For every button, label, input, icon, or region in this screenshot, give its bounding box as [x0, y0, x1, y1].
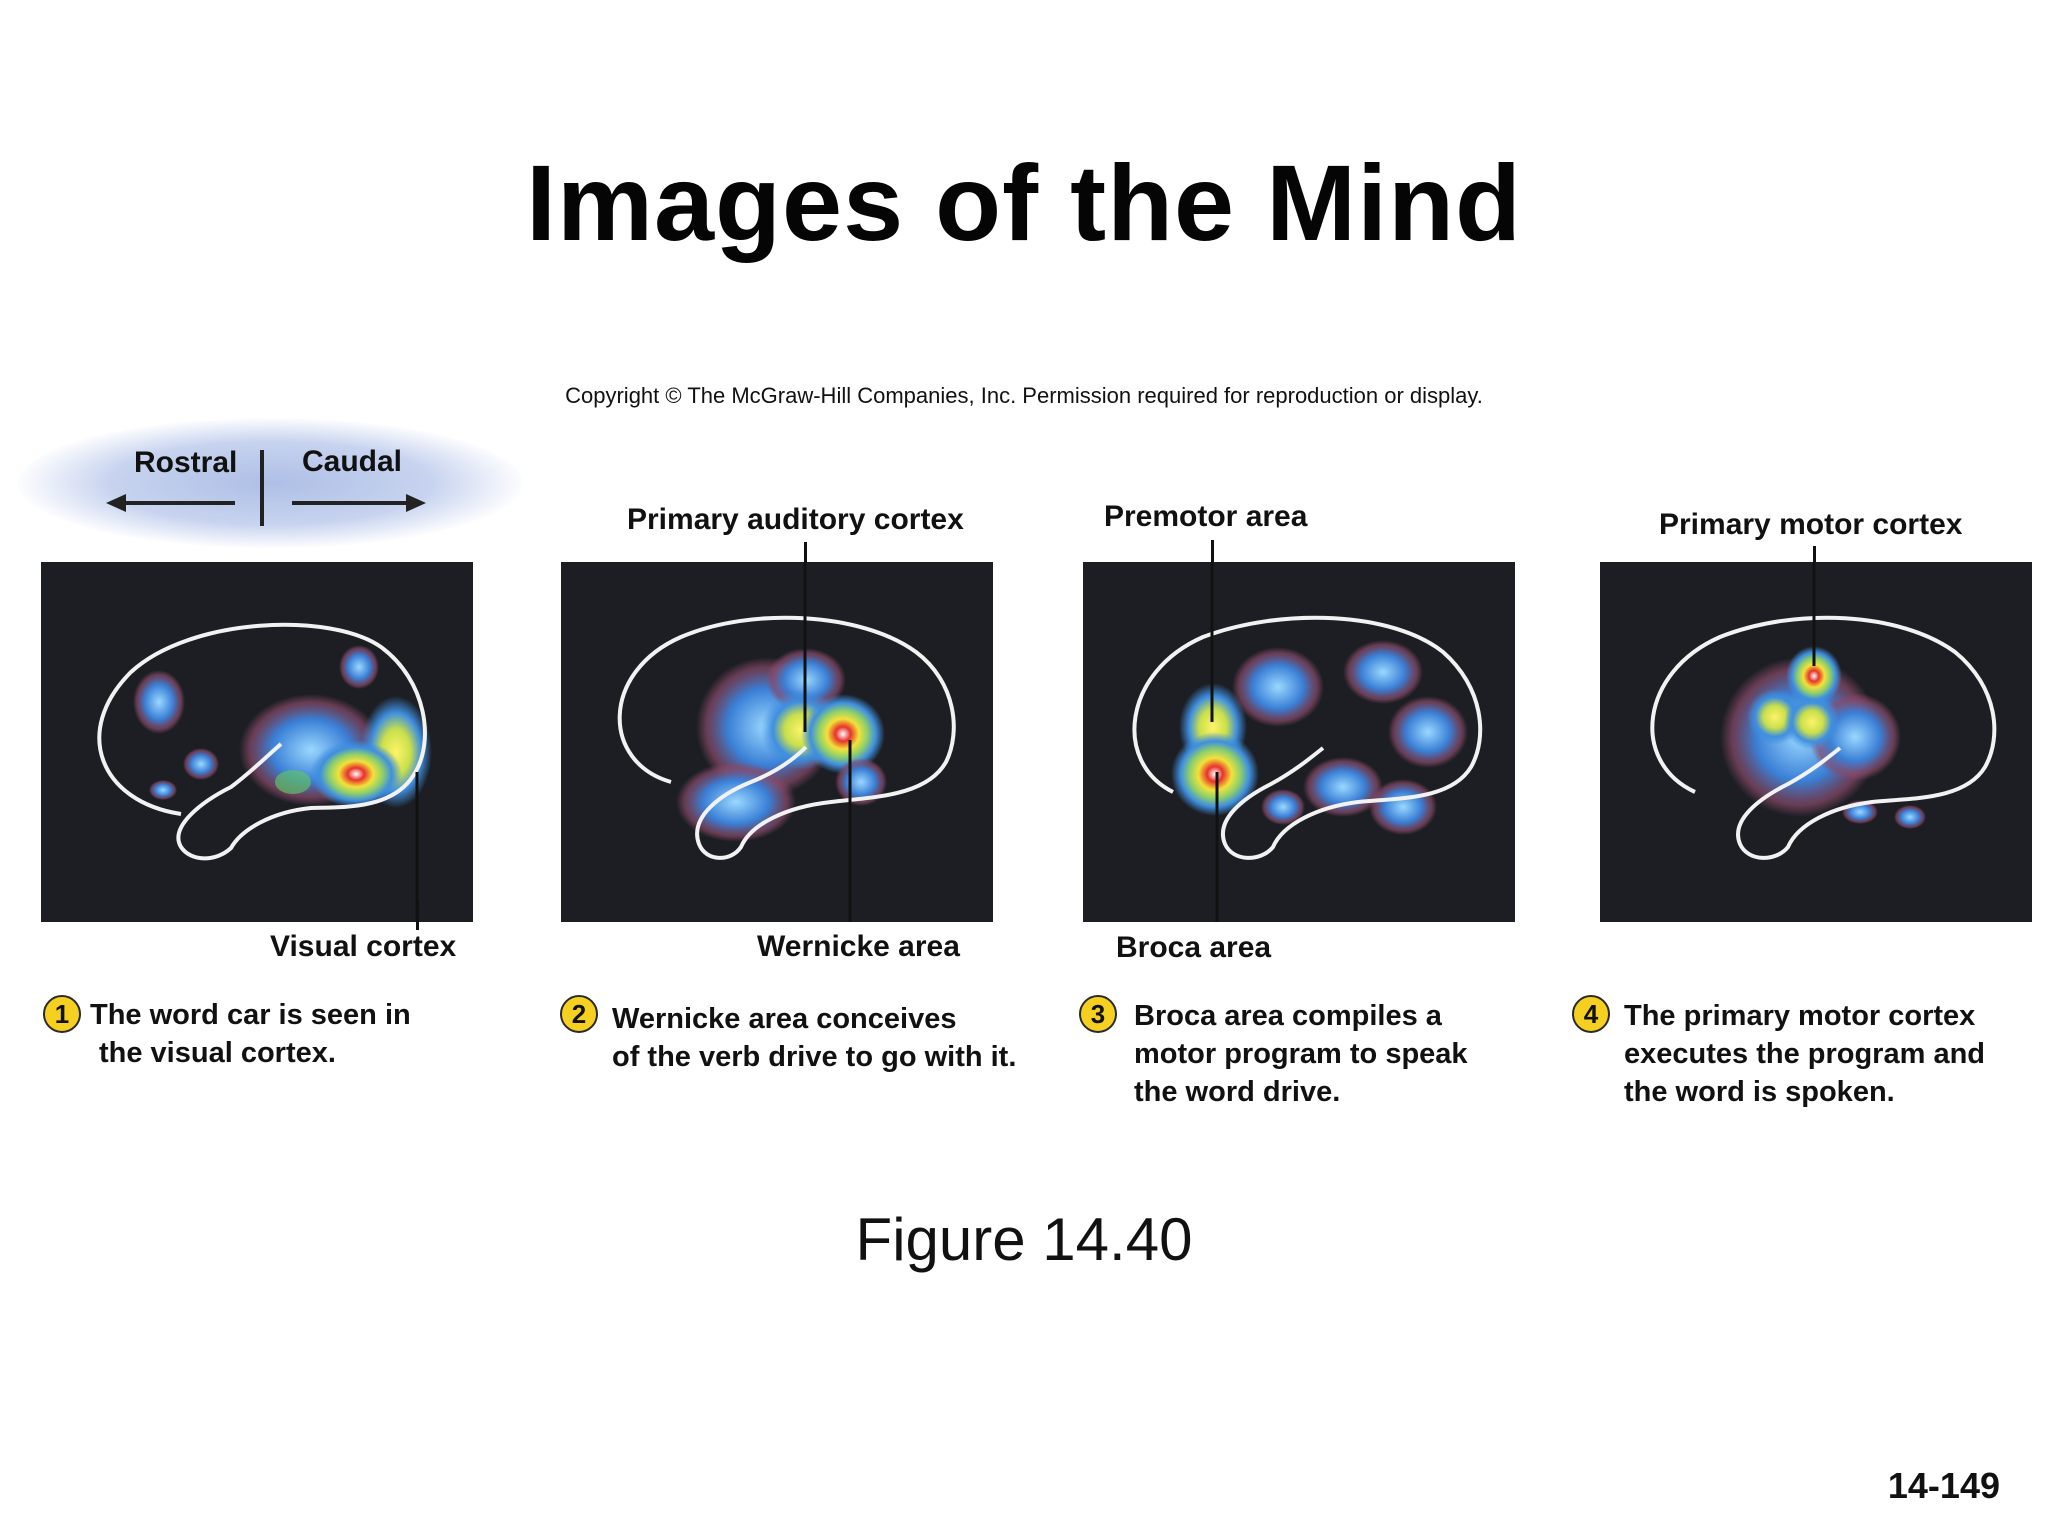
brain-scan-image-3 [1132, 562, 1483, 922]
step-1-badge: 1 [43, 995, 81, 1033]
visual-cortex-label: Visual cortex [270, 930, 457, 963]
step-4-badge: 4 [1572, 995, 1610, 1033]
brain-scan-image-2 [617, 562, 956, 922]
brain-scan-image-4 [1650, 562, 1997, 860]
auditory-leader-line-top [804, 542, 807, 562]
step-2-line-2: of the verb drive to go with it. [612, 1041, 1017, 1073]
page-number: 14-149 [1887, 1465, 2000, 1506]
premotor-area-label: Premotor area [1104, 500, 1308, 533]
visual-cortex-leader-line [416, 900, 419, 930]
step-2-text: Wernicke area conceives of the verb driv… [612, 1000, 1016, 1076]
step-2-line-1: Wernicke area conceives [612, 1003, 957, 1035]
step-1-line-1: The word car is seen in [90, 999, 411, 1031]
step-1-text: The word car is seen in the visual corte… [90, 996, 411, 1072]
step-3-line-1: Broca area compiles a [1134, 1000, 1442, 1032]
motor-cortex-leader-line-top [1813, 546, 1816, 562]
orientation-arrows [106, 450, 426, 526]
step-3-line-2: motor program to speak [1134, 1038, 1468, 1070]
step-4-line-2: executes the program and [1624, 1038, 1985, 1070]
primary-motor-cortex-label: Primary motor cortex [1659, 508, 1963, 541]
step-4-line-1: The primary motor cortex [1624, 1000, 1976, 1032]
brain-scan-image-1 [97, 622, 432, 922]
step-1-line-2: the visual cortex. [99, 1037, 336, 1069]
step-4-text: The primary motor cortex executes the pr… [1624, 997, 1985, 1111]
wernicke-area-label: Wernicke area [757, 930, 960, 963]
step-2-badge: 2 [560, 995, 598, 1033]
premotor-leader-line-top [1211, 540, 1214, 562]
rostral-label: Rostral [134, 446, 238, 479]
step-3-line-3: the word drive. [1134, 1076, 1341, 1108]
broca-area-label: Broca area [1116, 931, 1272, 964]
primary-auditory-cortex-label: Primary auditory cortex [627, 503, 964, 536]
figure-caption: Figure 14.40 [855, 1206, 1193, 1273]
step-3-badge: 3 [1079, 995, 1117, 1033]
step-3-text: Broca area compiles a motor program to s… [1134, 997, 1468, 1111]
step-4-line-3: the word is spoken. [1624, 1076, 1895, 1108]
pet-scan-panel-3 [1083, 562, 1515, 922]
page-title: Images of the Mind [525, 142, 1523, 263]
pet-scan-panel-2 [561, 562, 993, 922]
orientation-glow [18, 418, 523, 548]
copyright-notice: Copyright © The McGraw-Hill Companies, I… [565, 383, 1483, 408]
pet-scan-panel-4 [1600, 562, 2032, 922]
caudal-label: Caudal [302, 445, 403, 478]
pet-scan-panel-1 [41, 562, 473, 922]
